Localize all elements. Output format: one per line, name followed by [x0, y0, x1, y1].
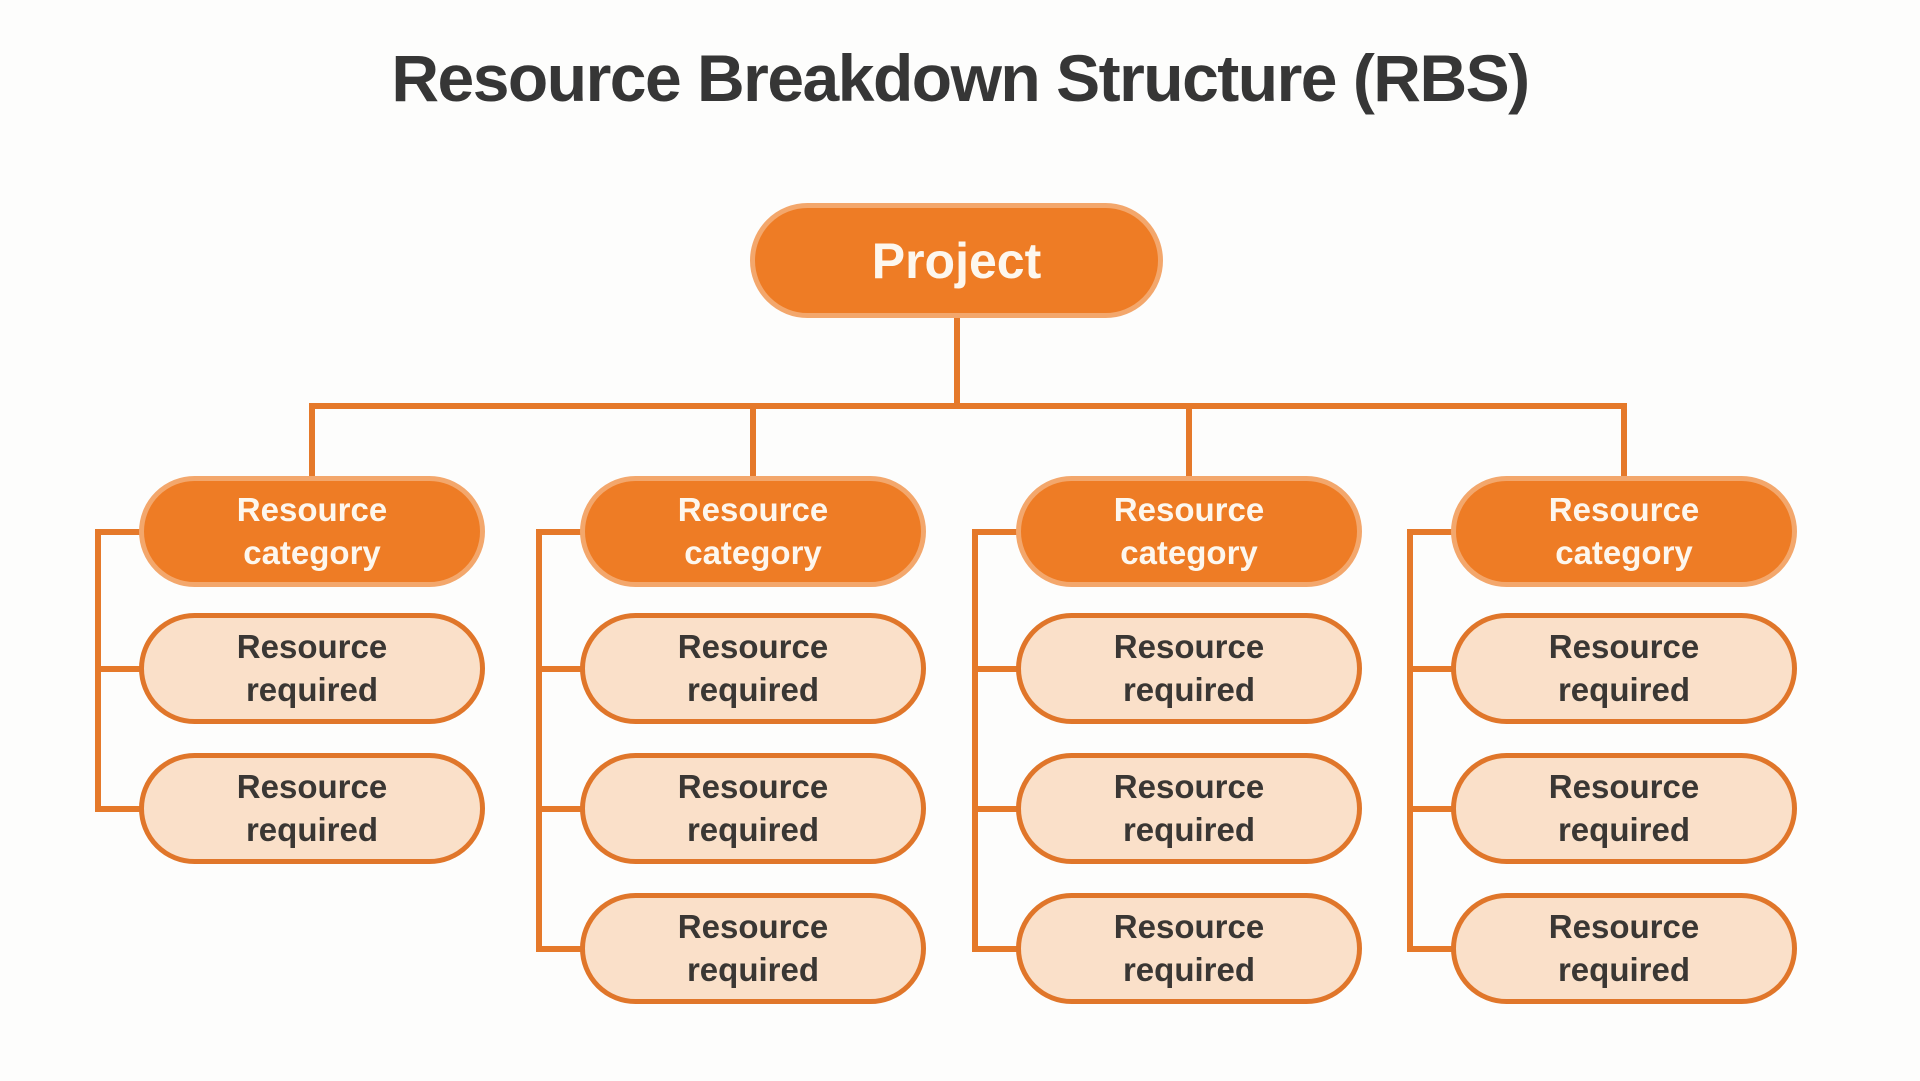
category-node-label: Resource category: [236, 491, 388, 571]
connector-line: [972, 665, 1019, 672]
connector-line: [309, 403, 1627, 409]
child-node: Resource required: [580, 753, 926, 864]
connector-line: [972, 528, 1019, 535]
connector-line: [536, 665, 583, 672]
child-node-label: Resource required: [677, 908, 829, 988]
project-node-label: Project: [871, 232, 1042, 289]
child-node-label: Resource required: [1548, 768, 1700, 848]
connector-line: [1407, 528, 1413, 952]
connector-line: [972, 528, 978, 952]
category-node-label: Resource category: [1113, 491, 1265, 571]
connector-line: [972, 945, 1019, 952]
connector-line: [1621, 403, 1627, 476]
child-node: Resource required: [1016, 893, 1362, 1004]
connector-line: [750, 403, 756, 476]
category-node-label: Resource category: [1548, 491, 1700, 571]
connector-line: [972, 805, 1019, 812]
child-node-label: Resource required: [1548, 628, 1700, 708]
child-node-label: Resource required: [236, 628, 388, 708]
connector-line: [536, 528, 542, 952]
child-node: Resource required: [580, 613, 926, 724]
connector-line: [1407, 665, 1454, 672]
category-node-label: Resource category: [677, 491, 829, 571]
child-node-label: Resource required: [1548, 908, 1700, 988]
connector-line: [536, 528, 583, 535]
child-node: Resource required: [1451, 893, 1797, 1004]
project-node: Project: [750, 203, 1163, 318]
child-node-label: Resource required: [1113, 628, 1265, 708]
diagram-title: Resource Breakdown Structure (RBS): [391, 41, 1530, 115]
connector-line: [95, 528, 142, 535]
child-node: Resource required: [1451, 613, 1797, 724]
connector-line: [95, 665, 142, 672]
connector-line: [1407, 805, 1454, 812]
child-node-label: Resource required: [677, 768, 829, 848]
child-node: Resource required: [1016, 613, 1362, 724]
child-node: Resource required: [1016, 753, 1362, 864]
category-node: Resource category: [1016, 476, 1362, 587]
connector-line: [536, 945, 583, 952]
child-node-label: Resource required: [1113, 908, 1265, 988]
child-node-label: Resource required: [236, 768, 388, 848]
connector-line: [1407, 945, 1454, 952]
category-node: Resource category: [580, 476, 926, 587]
child-node: Resource required: [580, 893, 926, 1004]
category-node: Resource category: [1451, 476, 1797, 587]
child-node: Resource required: [139, 753, 485, 864]
child-node: Resource required: [1451, 753, 1797, 864]
category-node: Resource category: [139, 476, 485, 587]
child-node-label: Resource required: [1113, 768, 1265, 848]
connector-line: [954, 318, 960, 409]
child-node-label: Resource required: [677, 628, 829, 708]
connector-line: [1186, 403, 1192, 476]
connector-line: [309, 403, 315, 476]
connector-line: [1407, 528, 1454, 535]
connector-line: [536, 805, 583, 812]
child-node: Resource required: [139, 613, 485, 724]
connector-line: [95, 805, 142, 812]
